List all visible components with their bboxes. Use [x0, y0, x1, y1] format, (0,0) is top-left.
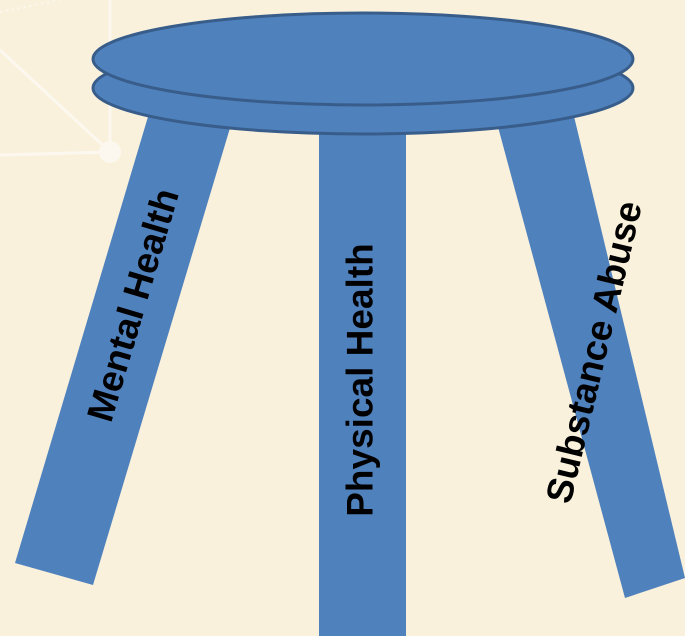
left-leg — [15, 110, 230, 585]
right-leg — [494, 108, 685, 598]
center-leg-label: Physical Health — [340, 243, 381, 517]
background-decoration — [0, 0, 121, 163]
seat-top-disc — [91, 11, 635, 107]
center-leg — [319, 128, 406, 636]
